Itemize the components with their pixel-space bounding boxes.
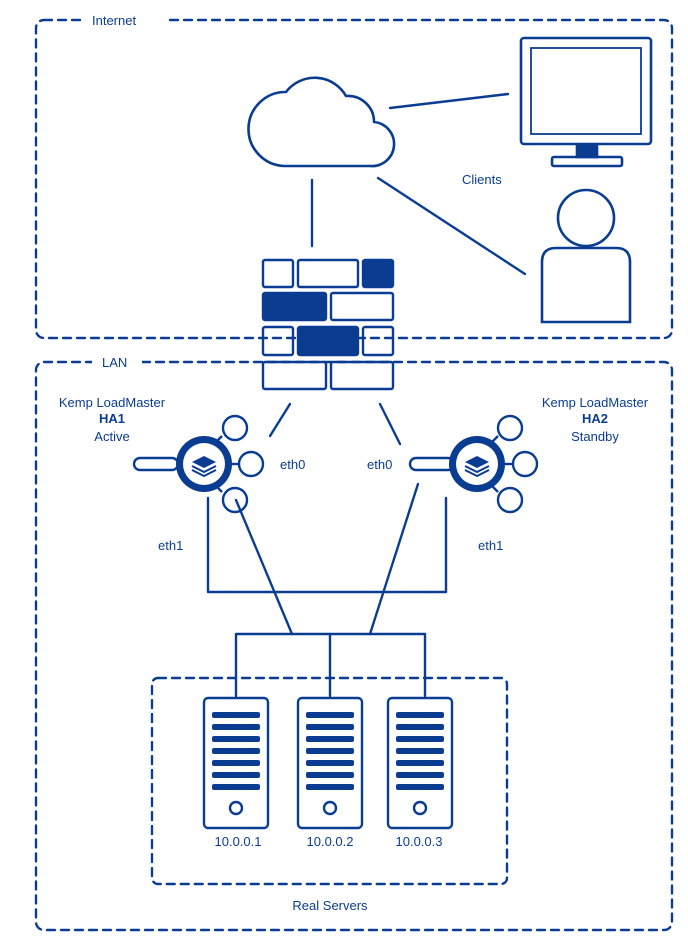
real-servers-boundary	[150, 676, 509, 886]
monitor-icon	[519, 36, 653, 168]
real-servers-label: Real Servers	[292, 898, 368, 913]
ha2-eth1-label: eth1	[478, 538, 503, 553]
internet-zone-label: Internet	[92, 13, 136, 28]
server-2-ip: 10.0.0.2	[307, 834, 354, 849]
cloud-to-monitor-link	[388, 92, 510, 110]
firewall-to-ha1-link	[268, 402, 292, 438]
ha1-title: Kemp LoadMaster	[59, 395, 166, 410]
server-3-ip: 10.0.0.3	[396, 834, 443, 849]
cloud-icon	[247, 76, 396, 168]
server-1-ip: 10.0.0.1	[215, 834, 262, 849]
server-2-icon	[296, 696, 364, 830]
ha2-title: Kemp LoadMaster	[542, 395, 649, 410]
eth1-sync-link	[206, 496, 448, 594]
firewall-icon	[261, 258, 395, 391]
ha2-status: Standby	[571, 429, 619, 444]
lan-zone-boundary	[34, 360, 674, 932]
ha2-name: HA2	[582, 411, 608, 426]
ha2-eth0-label: eth0	[367, 457, 392, 472]
server-3-icon	[386, 696, 454, 830]
internet-zone-boundary	[34, 18, 674, 340]
lan-zone-label: LAN	[102, 355, 127, 370]
ha1-status: Active	[94, 429, 129, 444]
ha2-to-server-bus-link	[368, 482, 420, 636]
cloud-to-user-link	[376, 176, 527, 276]
firewall-to-ha2-link	[378, 402, 402, 446]
user-icon	[540, 188, 632, 324]
server-1-icon	[202, 696, 270, 830]
ha1-eth1-label: eth1	[158, 538, 183, 553]
ha1-to-server-bus-link	[234, 498, 294, 636]
clients-label: Clients	[462, 172, 502, 187]
ha1-eth0-label: eth0	[280, 457, 305, 472]
ha1-name: HA1	[99, 411, 125, 426]
loadmaster-ha2-icon	[408, 414, 539, 514]
loadmaster-ha1-icon	[132, 414, 265, 514]
